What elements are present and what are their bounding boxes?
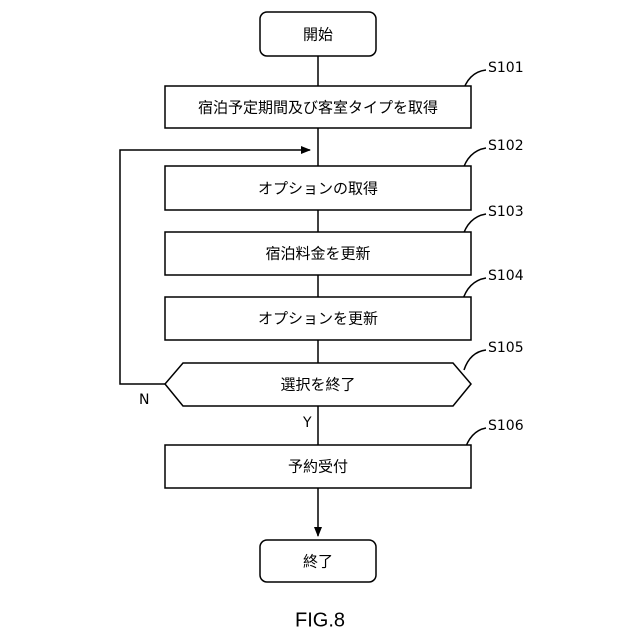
figure-caption: FIG.8 [295, 609, 345, 631]
s106-label: 予約受付 [288, 458, 348, 476]
s103-label: 宿泊料金を更新 [265, 245, 370, 263]
step-id-s106: S106 [488, 418, 524, 434]
s105-label: 選択を終了 [280, 376, 355, 394]
branch-no-label: N [139, 392, 149, 408]
start-label: 開始 [303, 26, 333, 44]
step-id-s102: S102 [488, 138, 524, 154]
leader-s105 [464, 350, 486, 370]
step-id-s103: S103 [488, 204, 524, 220]
step-id-s101: S101 [488, 60, 524, 76]
s102-label: オプションの取得 [258, 180, 378, 198]
end-label: 終了 [303, 553, 333, 571]
branch-yes-label: Y [302, 415, 312, 431]
step-id-s104: S104 [488, 268, 524, 284]
s104-label: オプションを更新 [258, 310, 378, 328]
s101-label: 宿泊予定期間及び客室タイプを取得 [198, 99, 438, 117]
step-id-s105: S105 [488, 340, 524, 356]
